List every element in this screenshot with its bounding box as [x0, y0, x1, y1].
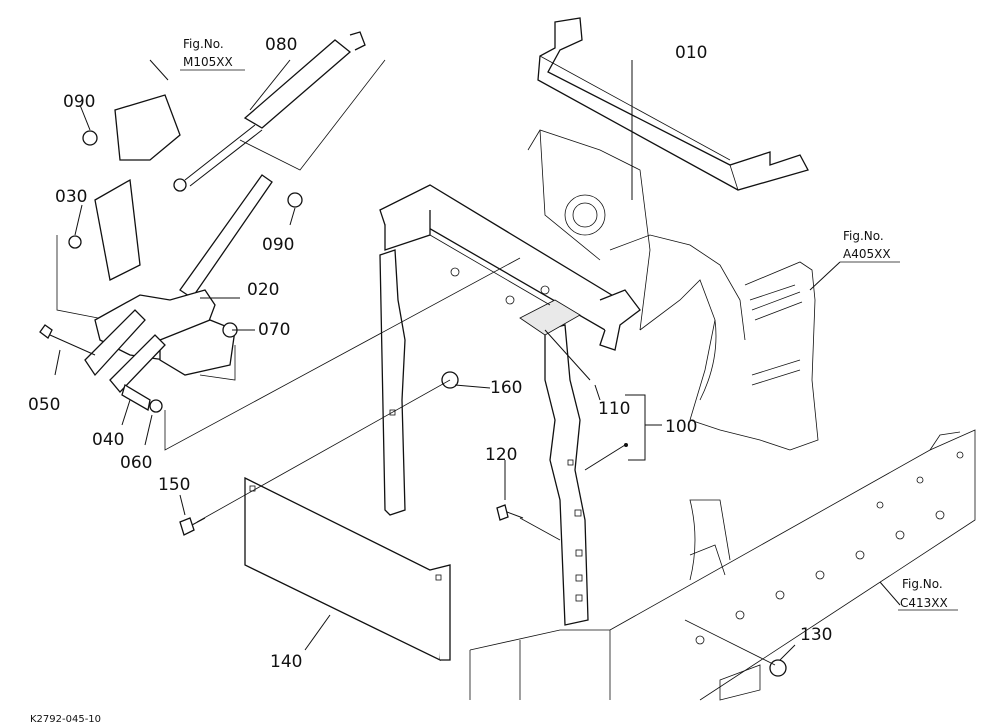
callout-090-top: 090 — [63, 92, 95, 112]
callout-140: 140 — [270, 652, 302, 672]
callout-100: 100 — [665, 417, 697, 437]
callout-030: 030 — [55, 187, 87, 207]
part-140-cover-plate — [244, 476, 451, 662]
callout-050: 050 — [28, 395, 60, 415]
figure-references: Fig.No. M105XX Fig.No. A405XX Fig.No. C4… — [180, 37, 958, 611]
callout-160: 160 — [490, 378, 522, 398]
part-010-bracket-bar — [537, 17, 809, 191]
main-frame-rail — [469, 429, 976, 701]
fig-ref-prefix-c413: Fig.No. — [902, 577, 943, 591]
engine-frame-background — [527, 129, 819, 451]
fig-ref-code-a405: A405XX — [843, 247, 891, 261]
alignment-lines — [56, 59, 776, 666]
callout-080: 080 — [265, 35, 297, 55]
callout-110: 110 — [598, 399, 630, 419]
fig-ref-prefix-a405: Fig.No. — [843, 229, 884, 243]
callout-labels: 010 020 030 040 050 060 070 080 090 090 … — [28, 35, 832, 672]
callout-020: 020 — [247, 280, 279, 300]
part-080-gas-spring — [173, 31, 366, 192]
callout-060: 060 — [120, 453, 152, 473]
fig-ref-code-m105: M105XX — [183, 55, 233, 69]
fig-ref-prefix-m105: Fig.No. — [183, 37, 224, 51]
leader-lines — [54, 59, 901, 661]
part-020-hinge-assembly — [84, 94, 273, 393]
callout-070: 070 — [258, 320, 290, 340]
part-100-hood-frame — [379, 184, 641, 626]
fig-ref-code-c413: C413XX — [900, 596, 948, 610]
callout-040: 040 — [92, 430, 124, 450]
callout-010: 010 — [675, 43, 707, 63]
callout-090-right: 090 — [262, 235, 294, 255]
callout-150: 150 — [158, 475, 190, 495]
callout-120: 120 — [485, 445, 517, 465]
callout-130: 130 — [800, 625, 832, 645]
drawing-code: K2792-045-10 — [30, 714, 101, 725]
